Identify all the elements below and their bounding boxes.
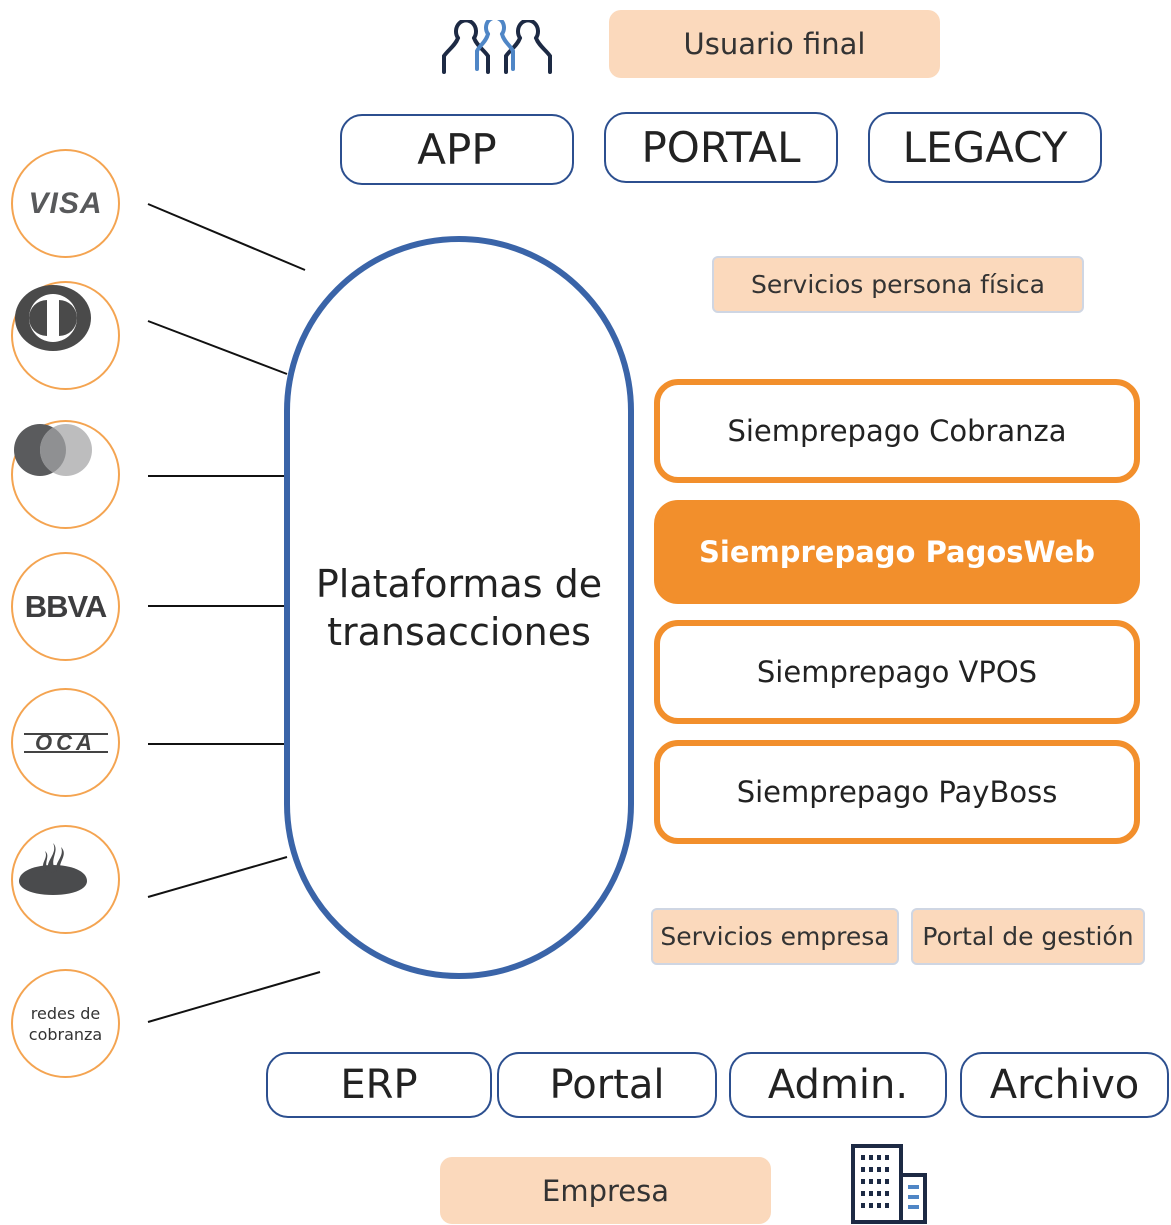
provider-mastercard bbox=[11, 420, 120, 529]
connector-santander bbox=[147, 856, 288, 898]
channel-portal[interactable]: PORTAL bbox=[604, 112, 838, 183]
connector-diners bbox=[147, 320, 288, 375]
provider-redes-cobranza: redes de cobranza bbox=[11, 969, 120, 1078]
servicios-persona-label: Servicios persona física bbox=[712, 256, 1084, 313]
diners-logo-icon bbox=[15, 285, 91, 351]
portal-gestion-label: Portal de gestión bbox=[911, 908, 1145, 965]
mastercard-logo-icon bbox=[14, 424, 92, 476]
santander-flame-icon bbox=[19, 843, 87, 895]
building-icon bbox=[851, 1144, 927, 1224]
service-cobranza[interactable]: Siemprepago Cobranza bbox=[654, 379, 1140, 483]
platform-title-line1: Plataformas de bbox=[315, 561, 603, 606]
users-icon bbox=[442, 20, 552, 74]
company-channel-archivo[interactable]: Archivo bbox=[960, 1052, 1169, 1118]
provider-bbva: BBVA bbox=[11, 552, 120, 661]
provider-oca: OCA bbox=[11, 688, 120, 797]
service-vpos[interactable]: Siemprepago VPOS bbox=[654, 620, 1140, 724]
redes-line2: cobranza bbox=[28, 1024, 103, 1044]
user-final-label: Usuario final bbox=[609, 10, 940, 78]
service-pagosweb[interactable]: Siemprepago PagosWeb bbox=[654, 500, 1140, 604]
connector-visa bbox=[147, 203, 306, 271]
platform-title-line2: transacciones bbox=[327, 609, 591, 654]
channel-legacy[interactable]: LEGACY bbox=[868, 112, 1102, 183]
provider-diners bbox=[11, 281, 120, 390]
channel-app[interactable]: APP bbox=[340, 114, 574, 185]
provider-santander bbox=[11, 825, 120, 934]
transaction-platform: Plataformas de transacciones bbox=[284, 236, 634, 979]
visa-logo: VISA bbox=[28, 186, 103, 220]
bbva-logo: BBVA bbox=[24, 588, 108, 624]
company-channel-portal[interactable]: Portal bbox=[497, 1052, 717, 1118]
company-channel-erp[interactable]: ERP bbox=[266, 1052, 492, 1118]
connector-redes bbox=[147, 971, 321, 1023]
oca-logo: OCA bbox=[23, 730, 108, 756]
provider-visa: VISA bbox=[11, 149, 120, 258]
servicios-empresa-label: Servicios empresa bbox=[651, 908, 899, 965]
empresa-label: Empresa bbox=[440, 1157, 771, 1224]
company-channel-admin[interactable]: Admin. bbox=[729, 1052, 947, 1118]
service-payboss[interactable]: Siemprepago PayBoss bbox=[654, 740, 1140, 844]
redes-line1: redes de bbox=[30, 1003, 101, 1023]
